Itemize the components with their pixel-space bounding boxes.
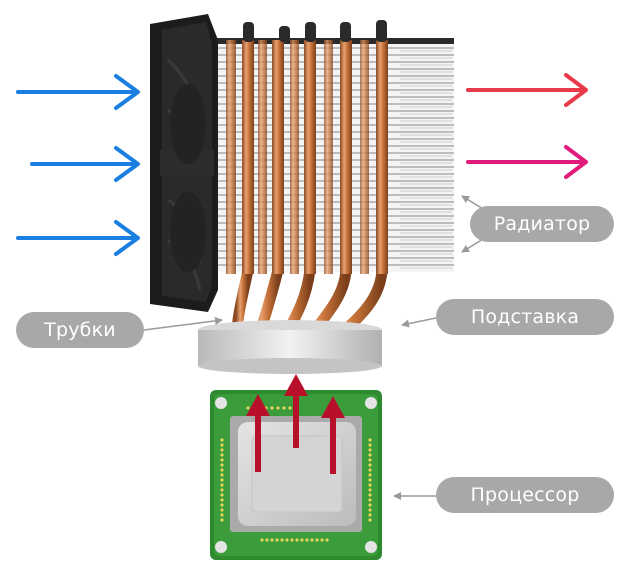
cpu-contact: [220, 483, 224, 487]
cpu-contact: [290, 538, 294, 542]
fan-icon: [150, 14, 218, 312]
cpu-contact: [260, 538, 264, 542]
cpu-contact: [368, 453, 372, 457]
radiator-label-text: Радиатор: [493, 213, 591, 235]
tubes-label: Трубки: [16, 312, 144, 348]
cpu-contact: [220, 443, 224, 447]
cpu-contact: [220, 453, 224, 457]
stand-label-text: Подставка: [470, 306, 580, 328]
warm-air-arrows: [466, 73, 588, 179]
cpu-contact: [220, 493, 224, 497]
stand-pointer: [401, 317, 437, 328]
cpu-contact: [368, 488, 372, 492]
cpu-contact: [220, 438, 224, 442]
cold-air-arrow-icon: [16, 74, 140, 110]
cpu-contact: [276, 406, 280, 410]
cpu-contact: [220, 473, 224, 477]
cpu-contact: [310, 538, 314, 542]
cpu-contact: [220, 463, 224, 467]
cpu-contact: [295, 538, 299, 542]
heat-flow-arrow-icon: [321, 396, 345, 474]
cpu-contact: [368, 493, 372, 497]
cold-air-arrow-icon: [16, 220, 140, 256]
radiator-label: Радиатор: [470, 206, 614, 242]
cpu-contact: [220, 448, 224, 452]
warm-air-arrow-icon: [466, 145, 588, 179]
cpu-contact: [368, 458, 372, 462]
cpu-contact: [288, 406, 292, 410]
heat-flow-arrow-icon: [284, 374, 308, 448]
cpu-contact: [368, 483, 372, 487]
cpu-contact: [368, 503, 372, 507]
vertical-pipes-icon: [226, 20, 388, 274]
cpu-contact: [368, 443, 372, 447]
cpu-contact: [368, 518, 372, 522]
cpu-contact: [368, 473, 372, 477]
cpu-contact: [246, 406, 250, 410]
cpu-contact: [220, 513, 224, 517]
cpu-contact: [220, 478, 224, 482]
cpu-contact: [285, 538, 289, 542]
cold-air-arrow-icon: [30, 146, 140, 182]
cpu-contact: [265, 538, 269, 542]
stand-label: Подставка: [436, 299, 614, 335]
cpu-contact: [368, 468, 372, 472]
pointer-arrows: [143, 195, 489, 500]
cpu-contact: [368, 478, 372, 482]
processor-label-text: Процессор: [470, 484, 580, 506]
cpu-contact: [220, 508, 224, 512]
heat-flow-arrow-icon: [246, 394, 270, 472]
cpu-contact: [368, 498, 372, 502]
cpu-contact: [368, 513, 372, 517]
processor-label: Процессор: [436, 477, 614, 513]
cpu-contact: [368, 508, 372, 512]
cpu-contact: [270, 406, 274, 410]
cpu-contact: [368, 438, 372, 442]
cpu-contact: [315, 538, 319, 542]
cpu-contact: [220, 518, 224, 522]
cpu-contact: [368, 448, 372, 452]
cpu-contact: [320, 538, 324, 542]
tubes-pointer: [143, 316, 223, 331]
cpu-contact: [270, 538, 274, 542]
cpu-contact: [280, 538, 284, 542]
cpu-contact: [305, 538, 309, 542]
cooler-base-icon: [198, 320, 382, 374]
warm-air-arrow-icon: [466, 73, 588, 107]
cpu-contact: [300, 538, 304, 542]
heat-flow-arrows: [246, 374, 345, 474]
cpu-contact: [220, 488, 224, 492]
cpu-contact: [368, 463, 372, 467]
cpu-contact: [325, 538, 329, 542]
cpu-contact: [220, 498, 224, 502]
cpu-contact: [282, 406, 286, 410]
tubes-label-text: Трубки: [44, 319, 116, 341]
cpu-contact: [220, 503, 224, 507]
cpu-contact: [220, 468, 224, 472]
cpu-chip-icon: [210, 390, 382, 560]
cpu-contact: [220, 458, 224, 462]
cpu-contact: [275, 538, 279, 542]
cold-air-arrows: [16, 74, 140, 256]
